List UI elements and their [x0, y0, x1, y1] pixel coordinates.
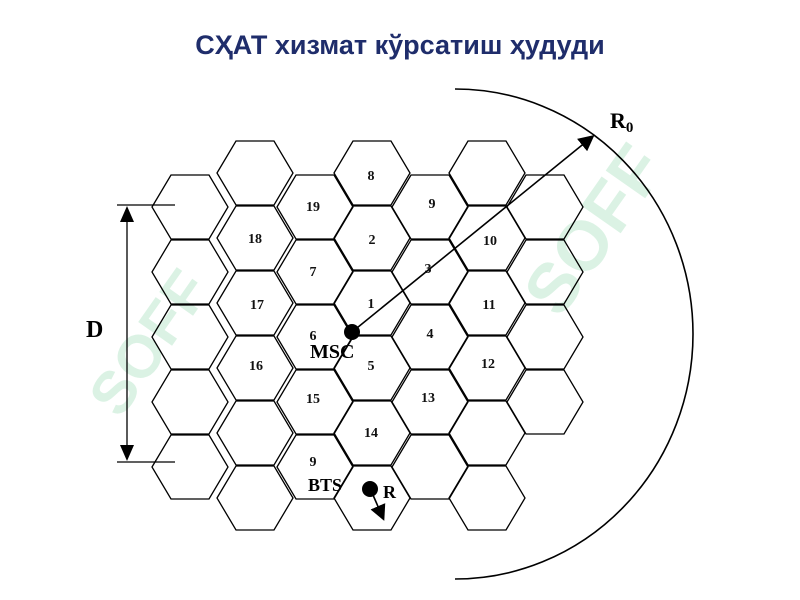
cell-number: 11: [482, 298, 495, 313]
service-area-arc: [454, 88, 694, 580]
cell-number: 14: [364, 426, 378, 441]
cell-number: 19: [306, 200, 320, 215]
hex-cell: [216, 140, 294, 206]
hex-cell: [216, 335, 294, 401]
hex-cell: [216, 205, 294, 271]
hex-cell: [506, 174, 584, 240]
cell-number: 16: [249, 359, 263, 374]
d-dimension: [117, 204, 175, 463]
cell-number: 15: [306, 392, 320, 407]
msc-node: [344, 324, 360, 340]
hex-cell: [506, 304, 584, 370]
cell-number: 6: [310, 329, 317, 344]
r-label: R: [383, 482, 397, 502]
hex-cell: [216, 400, 294, 466]
hex-cell: [506, 239, 584, 305]
diagram-title: СҲАТ хизмат кўрсатиш ҳудуди: [195, 30, 605, 60]
hex-cell: [151, 434, 229, 500]
cell-number: 17: [250, 298, 264, 313]
cell-number: 1: [368, 297, 375, 312]
hex-cell: [333, 140, 411, 206]
cell-number: 7: [310, 265, 317, 280]
cell-number: 12: [481, 357, 495, 372]
hex-cell: [151, 174, 229, 240]
r0-label: R0: [610, 108, 633, 136]
hex-cell: [151, 369, 229, 435]
hex-cell: [333, 465, 411, 531]
hex-cell: [216, 270, 294, 336]
r-arrow: [370, 494, 386, 521]
msc-label: MSC: [310, 341, 354, 363]
r0-label-main: R: [610, 108, 627, 133]
watermark-text: SOFF: [508, 131, 679, 329]
cell-number: 9: [429, 197, 436, 212]
hexagon-grid: [151, 140, 584, 531]
hex-cell: [448, 140, 526, 206]
r0-label-sub: 0: [626, 120, 634, 136]
cell-number: 9: [310, 455, 317, 470]
cell-number: 5: [368, 359, 375, 374]
hex-cell: [448, 465, 526, 531]
d-label: D: [86, 317, 103, 343]
cell-number: 8: [368, 169, 375, 184]
hex-cell: [151, 304, 229, 370]
cell-number: 10: [483, 234, 497, 249]
cell-number: 3: [425, 262, 432, 277]
r0-arrow: [351, 134, 595, 333]
cell-number: 18: [248, 232, 262, 247]
hex-cell: [151, 239, 229, 305]
bts-label: BTS: [308, 475, 342, 495]
cell-number: 13: [421, 391, 435, 406]
hex-cell: [506, 369, 584, 435]
cell-number: 4: [427, 327, 434, 342]
bts-node: [362, 481, 378, 497]
hex-cell: [216, 465, 294, 531]
cell-number: 2: [369, 233, 376, 248]
